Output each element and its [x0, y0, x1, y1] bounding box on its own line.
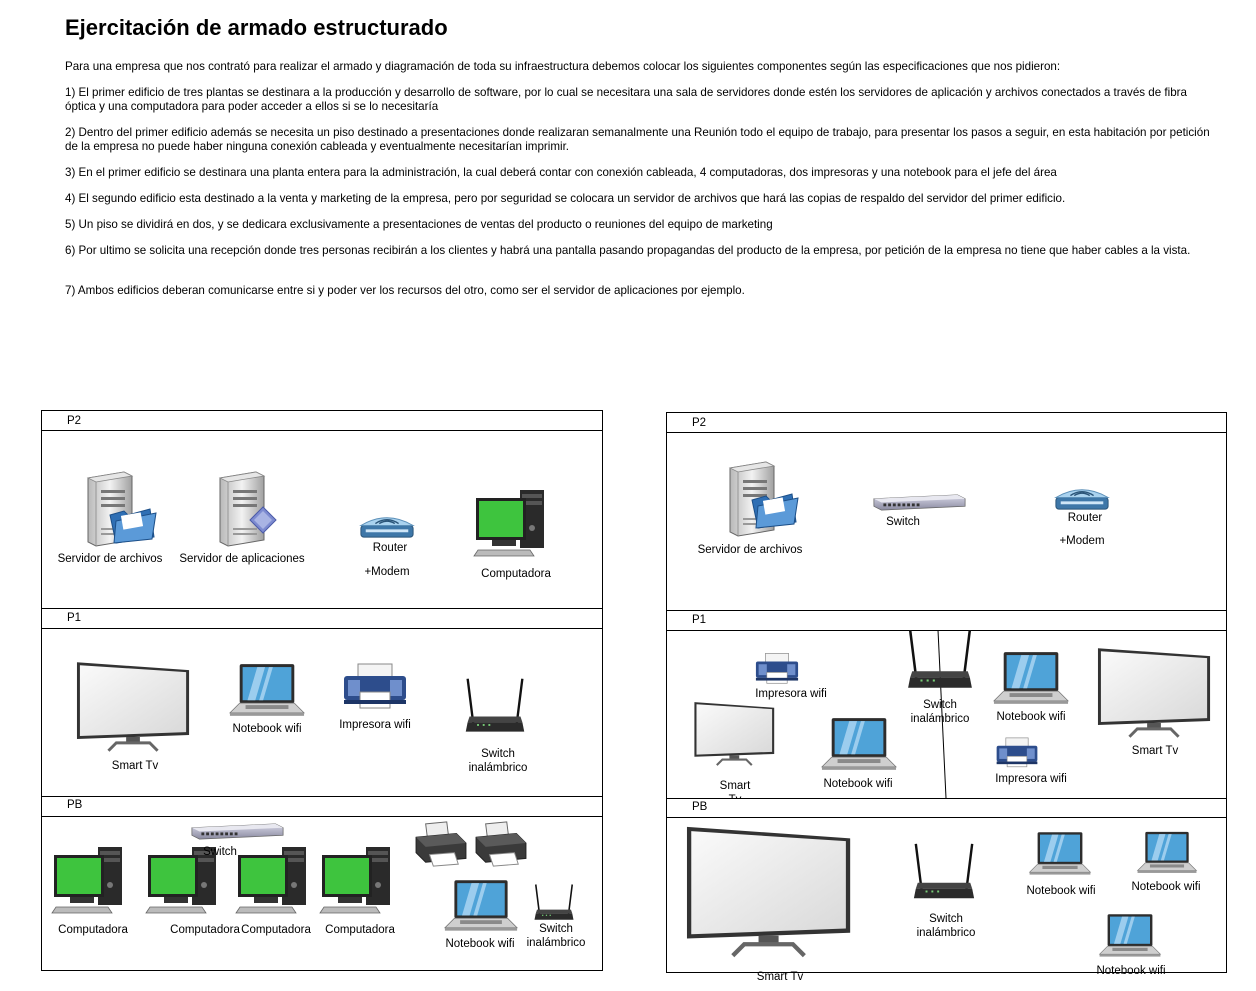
- router-label: Router: [372, 542, 408, 554]
- computer-label: Computadora: [241, 924, 311, 936]
- smart-tv-label: Smart Tv: [111, 760, 159, 772]
- notebook-icon: [1098, 912, 1162, 958]
- computer-label: Computadora: [325, 924, 395, 936]
- switch-icon: [190, 822, 285, 841]
- printer-label: Impresora wifi: [339, 719, 411, 731]
- smart-tv-label: Smart Tv: [1131, 745, 1179, 757]
- requirement-5: 5) Un piso se dividirá en dos, y se dedi…: [65, 218, 773, 231]
- computer-label: Computadora: [481, 568, 551, 580]
- requirement-6: 6) Por ultimo se solicita una recepción …: [65, 244, 1191, 257]
- floor-label-pb: PB: [67, 799, 83, 811]
- computer-icon: [472, 488, 552, 558]
- notebook-label: Notebook wifi: [1026, 885, 1096, 897]
- notebook-icon: [443, 878, 519, 932]
- notebook-label: Notebook wifi: [1131, 881, 1201, 893]
- notebook-icon: [1136, 830, 1198, 874]
- requirement-2: 2) Dentro del primer edificio además se …: [65, 126, 1210, 153]
- router-icon: [358, 508, 416, 543]
- app-server-label: Servidor de aplicaciones: [179, 553, 305, 565]
- modem-label: +Modem: [1059, 535, 1105, 547]
- notebook-icon: [992, 650, 1070, 705]
- printer-icon: [752, 652, 802, 686]
- floor-header-p2: [666, 412, 1227, 433]
- printer-icon: [994, 736, 1040, 770]
- modem-label: +Modem: [364, 566, 410, 578]
- router-label: Router: [1067, 512, 1103, 524]
- room-divider: [937, 630, 949, 798]
- wireless-switch-icon: [462, 675, 528, 741]
- computer-label: Computadora: [170, 924, 240, 936]
- floor-header-p1: [41, 608, 603, 629]
- printer-label: Impresora wifi: [995, 773, 1067, 785]
- computer-label: Computadora: [58, 924, 128, 936]
- wireless-switch-label: Switch inalámbrico: [916, 913, 976, 939]
- smart-tv-icon: [1096, 646, 1214, 740]
- smart-tv-icon: [693, 700, 777, 768]
- wireless-switch-icon: [904, 626, 976, 698]
- requirement-4: 4) El segundo edificio esta destinado a …: [65, 192, 1066, 205]
- smart-tv-icon: [684, 824, 856, 960]
- intro-paragraph: Para una empresa que nos contrató para r…: [65, 60, 1061, 73]
- computer-icon: [318, 845, 398, 915]
- app-doc-icon: [248, 505, 278, 535]
- notebook-label: Notebook wifi: [445, 938, 515, 950]
- printer-icon: [340, 662, 410, 712]
- smart-tv-icon: [75, 660, 193, 754]
- file-server-label: Servidor de archivos: [57, 553, 163, 565]
- smart-tv-label: Smart Tv: [756, 971, 804, 983]
- folder-icon: [750, 490, 800, 530]
- floor-label-p1: P1: [67, 612, 82, 624]
- floor-header-p2: [41, 410, 603, 431]
- floor-label-p2: P2: [692, 417, 707, 429]
- floor-label-p2: P2: [67, 415, 82, 427]
- notebook-label: Notebook wifi: [232, 723, 302, 735]
- wireless-switch-icon: [910, 840, 978, 908]
- notebook-label: Notebook wifi: [996, 711, 1066, 723]
- switch-label: Switch: [886, 516, 920, 528]
- floor-label-pb: PB: [692, 801, 708, 813]
- requirement-3: 3) En el primer edificio se destinara un…: [65, 166, 1057, 179]
- wireless-switch-label: Switch inalámbrico: [468, 748, 528, 774]
- floor-header-pb: [666, 798, 1227, 818]
- wireless-switch-icon: [532, 882, 576, 926]
- printer-label: Impresora wifi: [755, 688, 827, 700]
- switch-icon: [872, 493, 967, 512]
- notebook-label: Notebook wifi: [1096, 965, 1166, 977]
- printer-icon: [472, 820, 530, 868]
- file-server-label: Servidor de archivos: [697, 544, 803, 556]
- notebook-icon: [1028, 830, 1092, 876]
- notebook-icon: [228, 662, 306, 717]
- requirement-1: 1) El primer edificio de tres plantas se…: [65, 86, 1187, 113]
- floor-label-p1: P1: [692, 614, 707, 626]
- page-title: Ejercitación de armado estructurado: [65, 15, 448, 40]
- floor-header-pb: [41, 796, 603, 817]
- printer-icon: [412, 820, 470, 868]
- requirement-7: 7) Ambos edificios deberan comunicarse e…: [65, 284, 745, 297]
- switch-label: Switch: [203, 846, 237, 858]
- computer-icon: [50, 845, 130, 915]
- folder-icon: [108, 505, 158, 545]
- notebook-icon: [820, 716, 898, 771]
- wireless-switch-label: Switch inalámbrico: [910, 699, 970, 725]
- notebook-label: Notebook wifi: [823, 778, 893, 790]
- router-icon: [1053, 480, 1111, 515]
- wireless-switch-label: Switch inalámbrico: [526, 923, 586, 949]
